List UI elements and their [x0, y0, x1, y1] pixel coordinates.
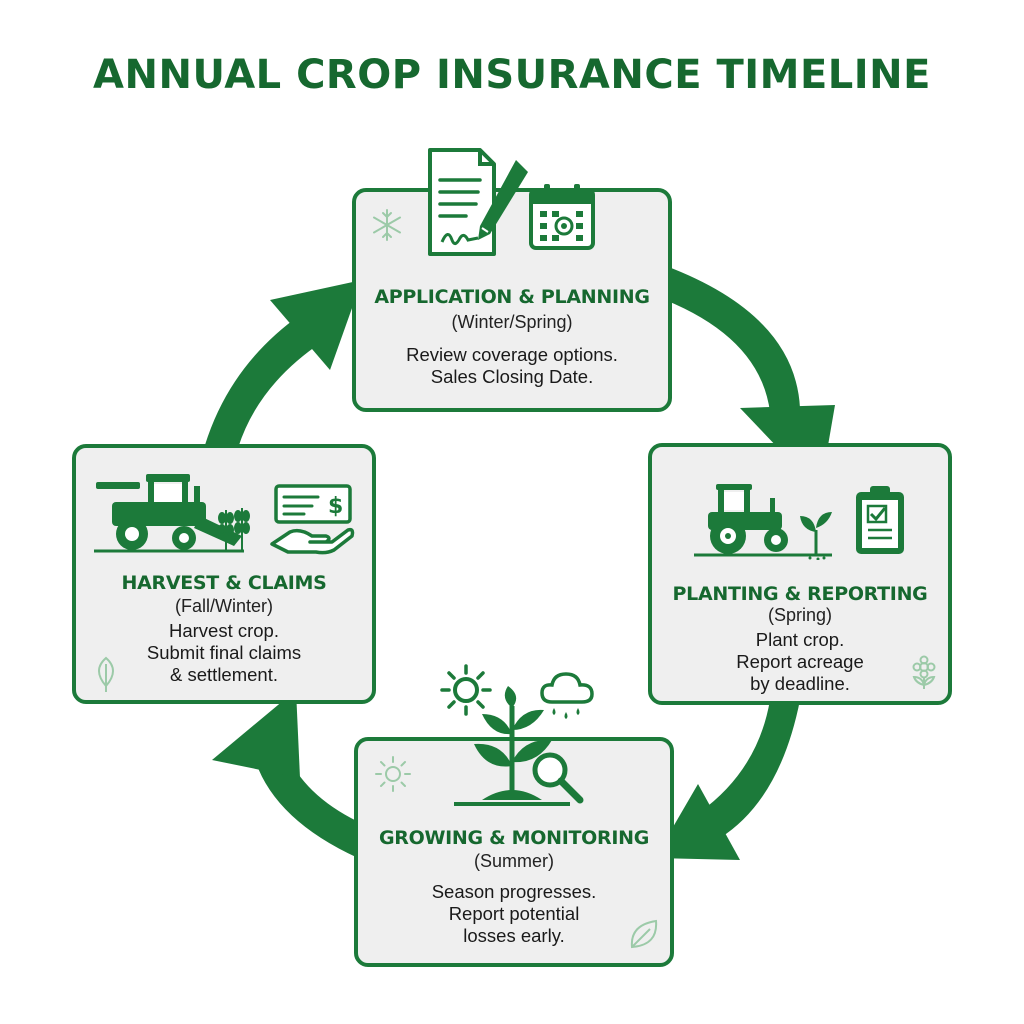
- svg-text:$: $: [328, 494, 343, 519]
- rain-cloud-icon: [540, 672, 594, 719]
- stage-title: HARVEST & CLAIMS: [121, 572, 327, 594]
- arrow-growing-to-harvest: [212, 690, 372, 858]
- seedling-icon: [800, 512, 832, 560]
- hand-icon: [270, 527, 355, 555]
- stage-description: Harvest crop. Submit final claims & sett…: [146, 620, 302, 685]
- signed-document-icon: [428, 148, 528, 256]
- growing-plant-icon: [454, 686, 570, 806]
- sun-icon: [440, 664, 492, 716]
- leaf-outline-icon: [630, 919, 658, 949]
- stage-season: (Fall/Winter): [175, 596, 273, 616]
- combine-harvester-icon: [94, 474, 244, 553]
- clipboard-check-icon: [856, 486, 904, 554]
- sun-outline-icon: [375, 756, 411, 792]
- stage-description: Review coverage options. Sales Closing D…: [406, 344, 618, 387]
- stage-season: (Winter/Spring): [451, 312, 573, 332]
- calendar-icon: [529, 184, 595, 250]
- stage-season: (Spring): [767, 605, 833, 625]
- diagram-title: ANNUAL CROP INSURANCE TIMELINE: [93, 52, 931, 98]
- stage-title: PLANTING & REPORTING: [672, 583, 928, 605]
- stage-title: APPLICATION & PLANNING: [374, 286, 650, 308]
- stage-card-planting: PLANTING & REPORTING (Spring) Plant crop…: [648, 443, 952, 705]
- stage-title: GROWING & MONITORING: [378, 827, 650, 849]
- snowflake-icon: [373, 209, 401, 241]
- pen-icon: [478, 160, 528, 240]
- tractor-icon: [694, 484, 800, 557]
- flower-icon: [912, 655, 936, 689]
- arrow-planting-to-growing: [655, 700, 800, 860]
- stage-season: (Summer): [474, 851, 554, 871]
- stage-description: Season progresses. Report potential loss…: [431, 881, 597, 946]
- magnifier-icon: [532, 752, 584, 804]
- check-payment-icon: $: [270, 484, 355, 555]
- stage-card-application: APPLICATION & PLANNING (Winter/Spring) R…: [352, 188, 672, 412]
- wheat-icon: [218, 508, 250, 552]
- stage-description: Plant crop. Report acreage by deadline.: [736, 629, 864, 694]
- leaf-icon: [98, 656, 114, 692]
- arrow-harvest-to-application: [205, 280, 362, 448]
